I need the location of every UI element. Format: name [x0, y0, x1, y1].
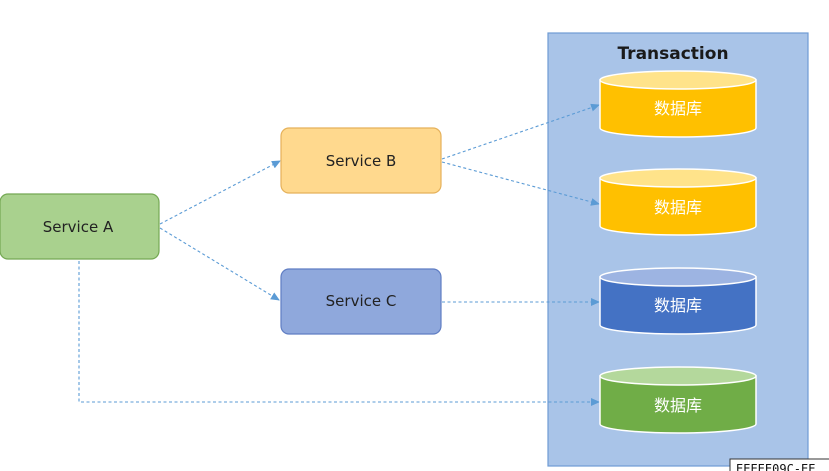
edge-service-a-to-service-c	[159, 227, 280, 301]
database-4-label: 数据库	[654, 396, 702, 415]
service-c-box	[280, 268, 442, 335]
database-4: 数据库	[599, 366, 757, 434]
database-1-label: 数据库	[654, 99, 702, 118]
transaction-title: Transaction	[617, 44, 728, 64]
service-a-box	[0, 193, 160, 260]
service-b-label: Service B	[326, 152, 397, 170]
database-2-body	[599, 177, 757, 236]
edge-service-b-to-database-1	[441, 103, 600, 160]
corner-label-box	[729, 458, 829, 471]
service-c-label: Service C	[326, 292, 397, 310]
database-2-top	[599, 168, 757, 188]
service-a-label: Service A	[43, 218, 114, 236]
service-b-box	[280, 127, 442, 194]
database-1-body	[599, 79, 757, 138]
service-b-node: Service B	[280, 127, 442, 194]
database-4-top	[599, 366, 757, 386]
edge-service-a-to-service-b	[159, 160, 281, 225]
edges	[78, 103, 600, 406]
edge-service-a-to-database-4	[78, 261, 600, 406]
database-1-top	[599, 70, 757, 90]
database-3: 数据库	[599, 267, 757, 335]
database-1: 数据库	[599, 70, 757, 138]
service-a-node: Service A	[0, 193, 160, 260]
corner-label-text: EEEEE09C-EE	[736, 462, 815, 471]
database-3-body	[599, 276, 757, 335]
service-c-node: Service C	[280, 268, 442, 335]
database-3-label: 数据库	[654, 296, 702, 315]
database-3-top	[599, 267, 757, 287]
corner-label: EEEEE09C-EE	[729, 458, 829, 471]
database-2-label: 数据库	[654, 198, 702, 217]
database-2: 数据库	[599, 168, 757, 236]
database-4-body	[599, 375, 757, 434]
